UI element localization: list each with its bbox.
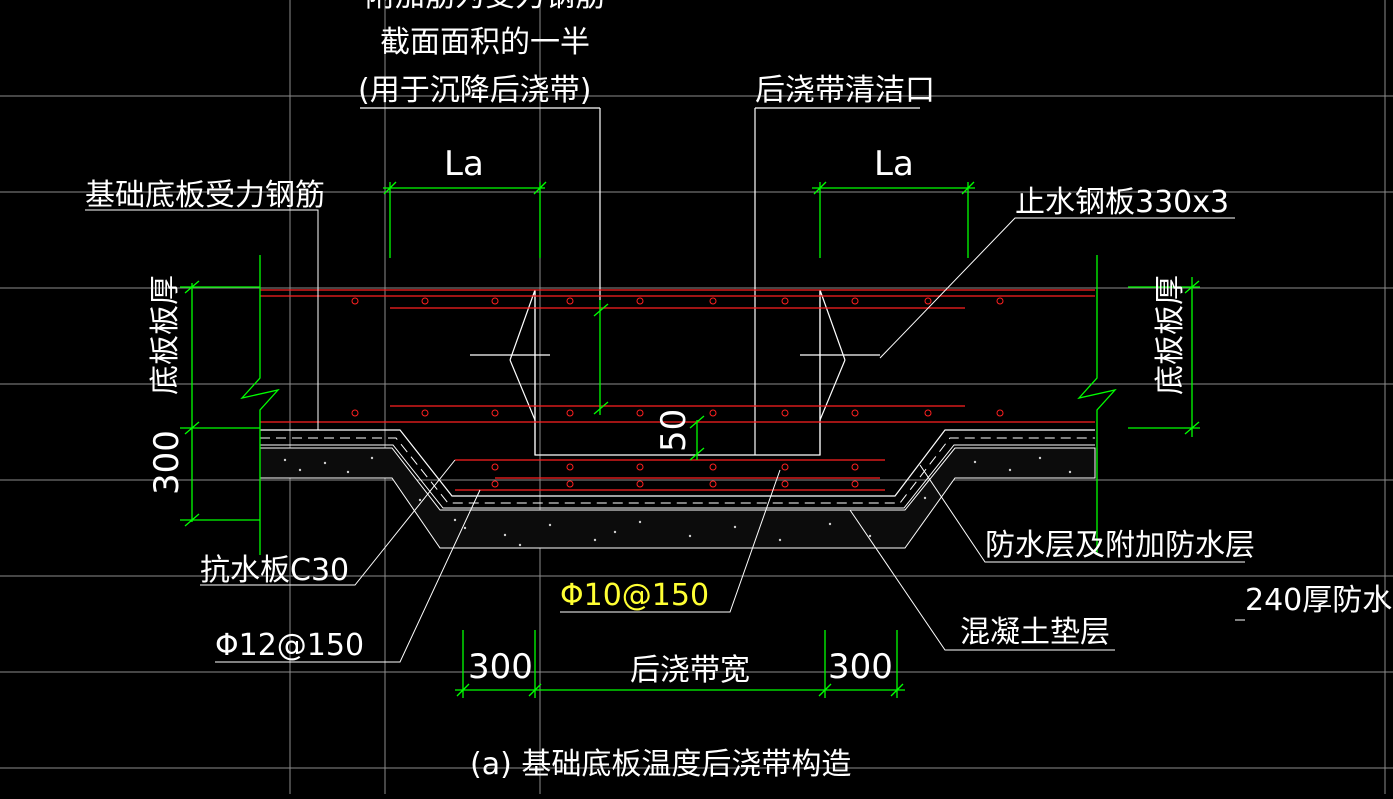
label-base-rebar: 基础底板受力钢筋	[85, 178, 325, 213]
concrete-cushion	[259, 447, 1096, 549]
dimension-lines	[180, 181, 1200, 698]
label-slab-thickness-left: 底板板厚	[148, 275, 183, 395]
label-section-area: 截面面积的一半	[380, 25, 590, 60]
label-protect-240: 240厚防水保	[1245, 583, 1393, 618]
label-dim-300-left: 300	[147, 430, 187, 495]
label-waterproof: 防水层及附加防水层	[985, 528, 1255, 563]
label-la-right: La	[874, 144, 914, 184]
label-band-width: 后浇带宽	[630, 653, 750, 688]
label-dim-50: 50	[654, 409, 694, 452]
rebar-lines	[260, 289, 1095, 491]
drawing-caption: (a) 基础底板温度后浇带构造	[470, 747, 851, 782]
label-la-left: La	[444, 144, 484, 184]
label-additional-rebar: 附加筋为受力钢筋	[365, 0, 605, 14]
slab-outline	[360, 107, 920, 456]
label-concrete-cushion: 混凝土垫层	[960, 615, 1110, 650]
label-anti-water-slab: 抗水板C30	[200, 553, 349, 588]
label-waterstop: 止水钢板330x3	[1015, 185, 1229, 220]
label-cleanout: 后浇带清洁口	[755, 73, 935, 108]
leader-lines	[85, 209, 1245, 663]
rebar-dots	[351, 297, 1004, 488]
label-for-settlement: (用于沉降后浇带)	[358, 73, 591, 108]
label-slab-thickness-right: 底板板厚	[1153, 275, 1188, 395]
label-rebar-12: Φ12@150	[215, 628, 364, 663]
label-dim-300-a: 300	[468, 647, 533, 687]
label-rebar-10: Φ10@150	[560, 578, 709, 613]
drawing-labels: 附加筋为受力钢筋 截面面积的一半 (用于沉降后浇带) 后浇带清洁口 基础底板受力…	[85, 0, 1393, 782]
label-dim-300-b: 300	[828, 647, 893, 687]
waterproof-layers	[260, 429, 1095, 509]
